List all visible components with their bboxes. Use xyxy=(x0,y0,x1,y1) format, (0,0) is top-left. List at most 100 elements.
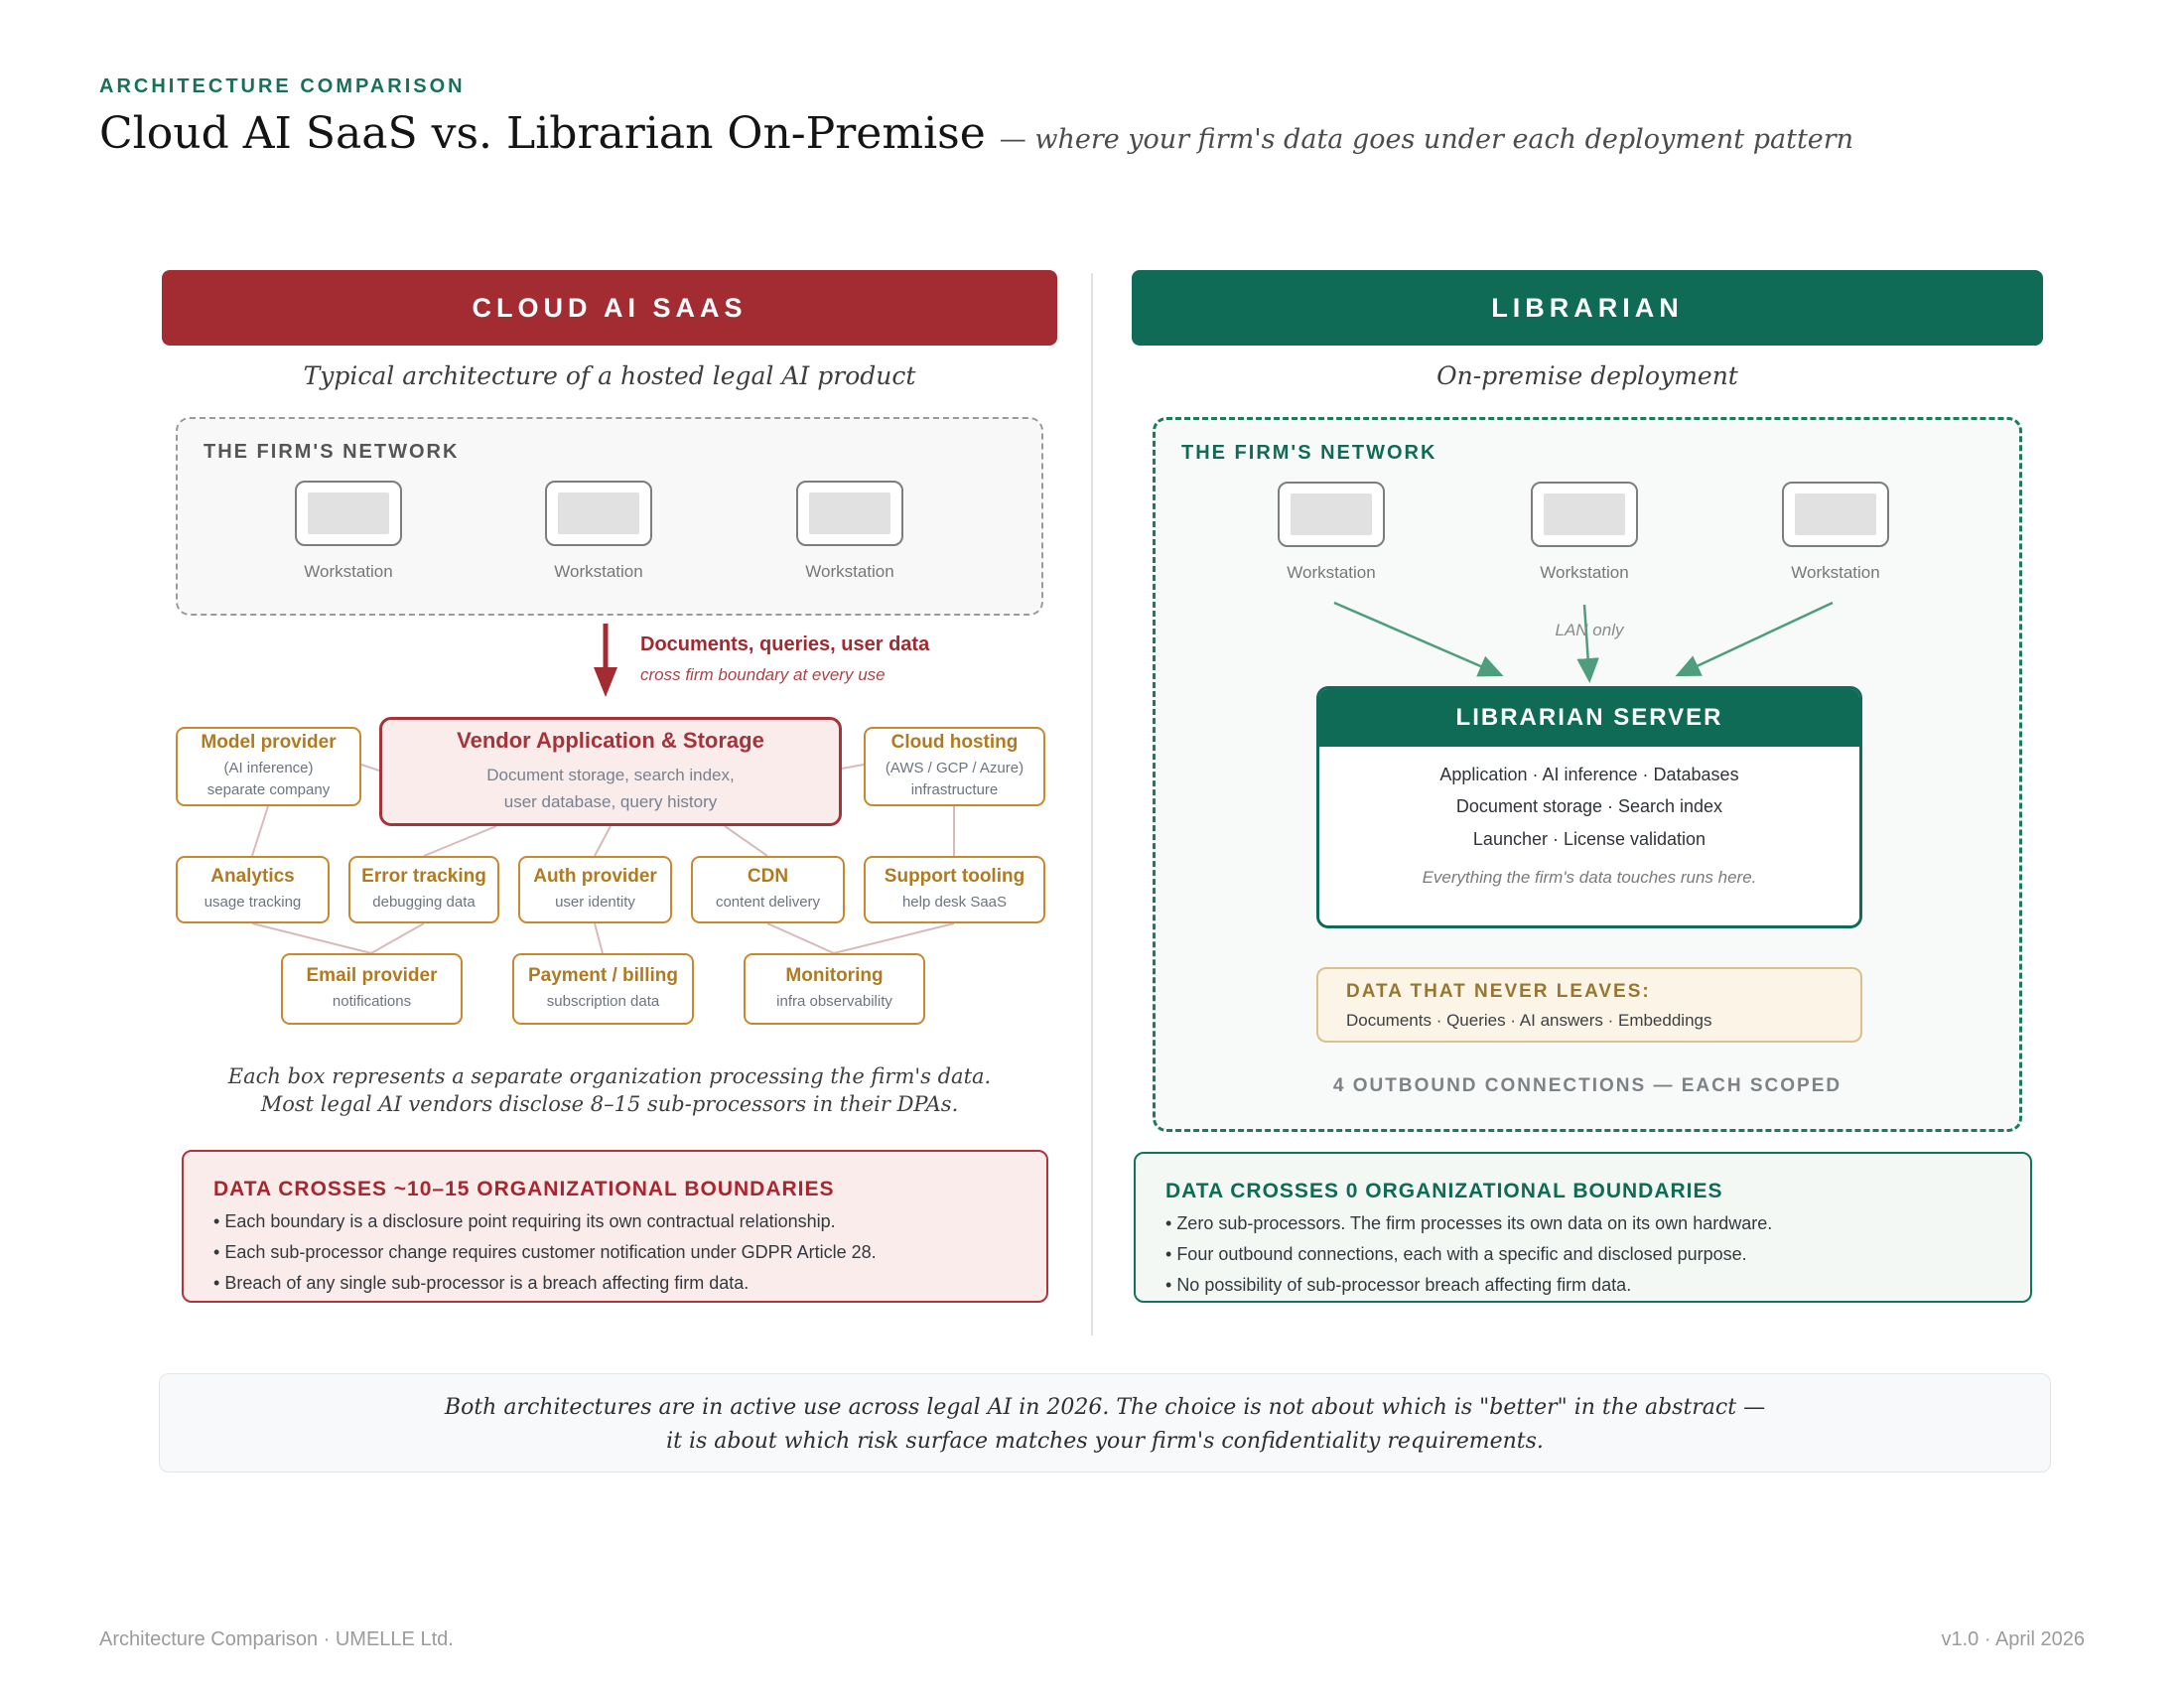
librarian-column: LIBRARIAN On-premise deployment THE FIRM… xyxy=(1132,270,2043,1342)
librarian-server-title: LIBRARIAN SERVER xyxy=(1319,689,1859,747)
node-title: Model provider xyxy=(201,732,337,754)
header: ARCHITECTURE COMPARISON Cloud AI SaaS vs… xyxy=(99,75,1853,159)
subprocessor-caption: Each box represents a separate organizat… xyxy=(162,1062,1057,1118)
workstation-screen xyxy=(308,492,389,534)
subprocessor-diagram: Model provider (AI inference) separate c… xyxy=(162,707,1057,1076)
server-components-line: Application · AI inference · Databases xyxy=(1439,765,1739,784)
node-analytics: Analytics usage tracking xyxy=(176,856,330,923)
workstation-label: Workstation xyxy=(554,562,643,581)
node-vendor-application: Vendor Application & Storage Document st… xyxy=(379,717,842,826)
lan-arrow-icons xyxy=(1333,601,1834,683)
node-model-provider: Model provider (AI inference) separate c… xyxy=(176,727,361,806)
node-subtitle: notifications xyxy=(332,993,412,1011)
page-subtitle: — where your firm's data goes under each… xyxy=(999,124,1854,155)
librarian-firm-network-box: THE FIRM'S NETWORK Workstation Workstati… xyxy=(1153,417,2022,1132)
node-subtitle: Document storage, search index, xyxy=(486,765,735,784)
outbound-connections-label: 4 OUTBOUND CONNECTIONS — EACH SCOPED xyxy=(1332,1075,1843,1096)
node-title: Cloud hosting xyxy=(890,732,1019,754)
cloud-saas-banner: CLOUD AI SAAS xyxy=(162,270,1057,346)
boundary-crossing-label: Documents, queries, user data xyxy=(640,633,930,655)
node-title: Vendor Application & Storage xyxy=(457,727,764,753)
cloud-saas-column: CLOUD AI SAAS Typical architecture of a … xyxy=(162,270,1057,1342)
node-title: CDN xyxy=(747,866,789,888)
workstation-screen xyxy=(558,492,639,534)
workstation-screen xyxy=(809,492,890,534)
workstation-label: Workstation xyxy=(304,562,393,581)
connector-lines xyxy=(251,764,955,954)
librarian-summary-bullet: No possibility of sub-processor breach a… xyxy=(1165,1275,2000,1296)
workstation-screen xyxy=(1795,493,1876,535)
down-arrow-icon xyxy=(594,624,617,697)
eyebrow-label: ARCHITECTURE COMPARISON xyxy=(99,75,466,97)
cloud-summary-bullet: Each boundary is a disclosure point requ… xyxy=(213,1211,1017,1232)
lan-only-label: LAN only xyxy=(1555,621,1624,639)
workstation-2: Workstation xyxy=(1529,482,1640,583)
cloud-firm-network-box: THE FIRM'S NETWORK Workstation Workstati… xyxy=(176,417,1043,616)
workstation-label: Workstation xyxy=(1540,563,1629,582)
node-auth-provider: Auth provider user identity xyxy=(518,856,672,923)
librarian-summary-bullet: Four outbound connections, each with a s… xyxy=(1165,1244,2000,1265)
footer-left-text: Architecture Comparison · UMELLE Ltd. xyxy=(99,1628,454,1650)
node-monitoring: Monitoring infra observability xyxy=(744,953,925,1025)
workstation-icon xyxy=(1531,482,1638,547)
cloud-summary-box: DATA CROSSES ~10–15 ORGANIZATIONAL BOUND… xyxy=(182,1150,1048,1303)
workstation-1: Workstation xyxy=(293,481,404,582)
node-subtitle: infra observability xyxy=(776,993,892,1011)
workstation-2: Workstation xyxy=(543,481,654,582)
node-title: Monitoring xyxy=(785,965,884,987)
workstation-label: Workstation xyxy=(1287,563,1376,582)
node-subtitle: debugging data xyxy=(372,894,476,912)
page-title: Cloud AI SaaS vs. Librarian On-Premise xyxy=(99,108,986,159)
boundary-crossing-note: Documents, queries, user data cross firm… xyxy=(640,633,929,685)
librarian-tagline: On-premise deployment xyxy=(1436,361,1738,390)
bottom-note-line-2: it is about which risk surface matches y… xyxy=(666,1429,1544,1454)
librarian-server-box: LIBRARIAN SERVER Application · AI infere… xyxy=(1316,686,1862,928)
node-subtitle: usage tracking xyxy=(204,894,302,912)
workstation-label: Workstation xyxy=(1791,563,1880,582)
node-title: Analytics xyxy=(210,866,295,888)
node-subtitle: help desk SaaS xyxy=(901,894,1008,912)
workstation-3: Workstation xyxy=(794,481,905,582)
bottom-note-line-1: Both architectures are in active use acr… xyxy=(444,1395,1766,1420)
caption-line-1: Each box represents a separate organizat… xyxy=(227,1064,992,1088)
bottom-note: Both architectures are in active use acr… xyxy=(159,1373,2051,1473)
node-cloud-hosting: Cloud hosting (AWS / GCP / Azure) infras… xyxy=(864,727,1045,806)
librarian-summary-bullet: Zero sub-processors. The firm processes … xyxy=(1165,1213,2000,1234)
cloud-summary-bullet: Breach of any single sub-processor is a … xyxy=(213,1273,1017,1294)
workstation-3: Workstation xyxy=(1780,482,1891,583)
workstation-icon xyxy=(545,481,652,546)
title-line: Cloud AI SaaS vs. Librarian On-Premise — … xyxy=(99,108,1853,159)
librarian-network-label: THE FIRM'S NETWORK xyxy=(1181,442,1437,464)
librarian-summary-box: DATA CROSSES 0 ORGANIZATIONAL BOUNDARIES… xyxy=(1134,1152,2032,1303)
node-subtitle: subscription data xyxy=(546,993,660,1011)
cloud-network-label: THE FIRM'S NETWORK xyxy=(204,441,460,463)
data-never-leaves-items: Documents · Queries · AI answers · Embed… xyxy=(1346,1011,1712,1030)
node-subtitle: (AWS / GCP / Azure) xyxy=(885,760,1024,777)
node-subtitle: separate company xyxy=(206,781,331,798)
boundary-crossing-sublabel: cross firm boundary at every use xyxy=(640,665,886,684)
node-title: Email provider xyxy=(306,965,438,987)
workstation-screen xyxy=(1291,493,1372,535)
workstation-label: Workstation xyxy=(805,562,894,581)
footer: Architecture Comparison · UMELLE Ltd. v1… xyxy=(99,1628,2085,1651)
workstation-icon xyxy=(796,481,903,546)
cloud-summary-bullet: Each sub-processor change requires custo… xyxy=(213,1242,1017,1263)
cloud-summary-title: DATA CROSSES ~10–15 ORGANIZATIONAL BOUND… xyxy=(213,1178,835,1200)
librarian-banner: LIBRARIAN xyxy=(1132,270,2043,346)
node-title: Support tooling xyxy=(884,866,1025,888)
node-title: Auth provider xyxy=(533,866,657,888)
cloud-saas-tagline: Typical architecture of a hosted legal A… xyxy=(303,361,916,390)
node-subtitle: infrastructure xyxy=(910,781,999,798)
workstation-screen xyxy=(1544,493,1625,535)
column-divider xyxy=(1091,273,1093,1336)
workstation-icon xyxy=(295,481,402,546)
footer-right-text: v1.0 · April 2026 xyxy=(1941,1628,2085,1650)
node-error-tracking: Error tracking debugging data xyxy=(348,856,499,923)
librarian-server-body: Application · AI inference · Databases D… xyxy=(1319,747,1859,888)
workstation-1: Workstation xyxy=(1276,482,1387,583)
node-support-tooling: Support tooling help desk SaaS xyxy=(864,856,1045,923)
librarian-summary-title: DATA CROSSES 0 ORGANIZATIONAL BOUNDARIES xyxy=(1165,1180,1723,1202)
node-title: Error tracking xyxy=(361,866,486,888)
server-note: Everything the firm's data touches runs … xyxy=(1422,868,1757,888)
node-subtitle: content delivery xyxy=(715,894,821,912)
